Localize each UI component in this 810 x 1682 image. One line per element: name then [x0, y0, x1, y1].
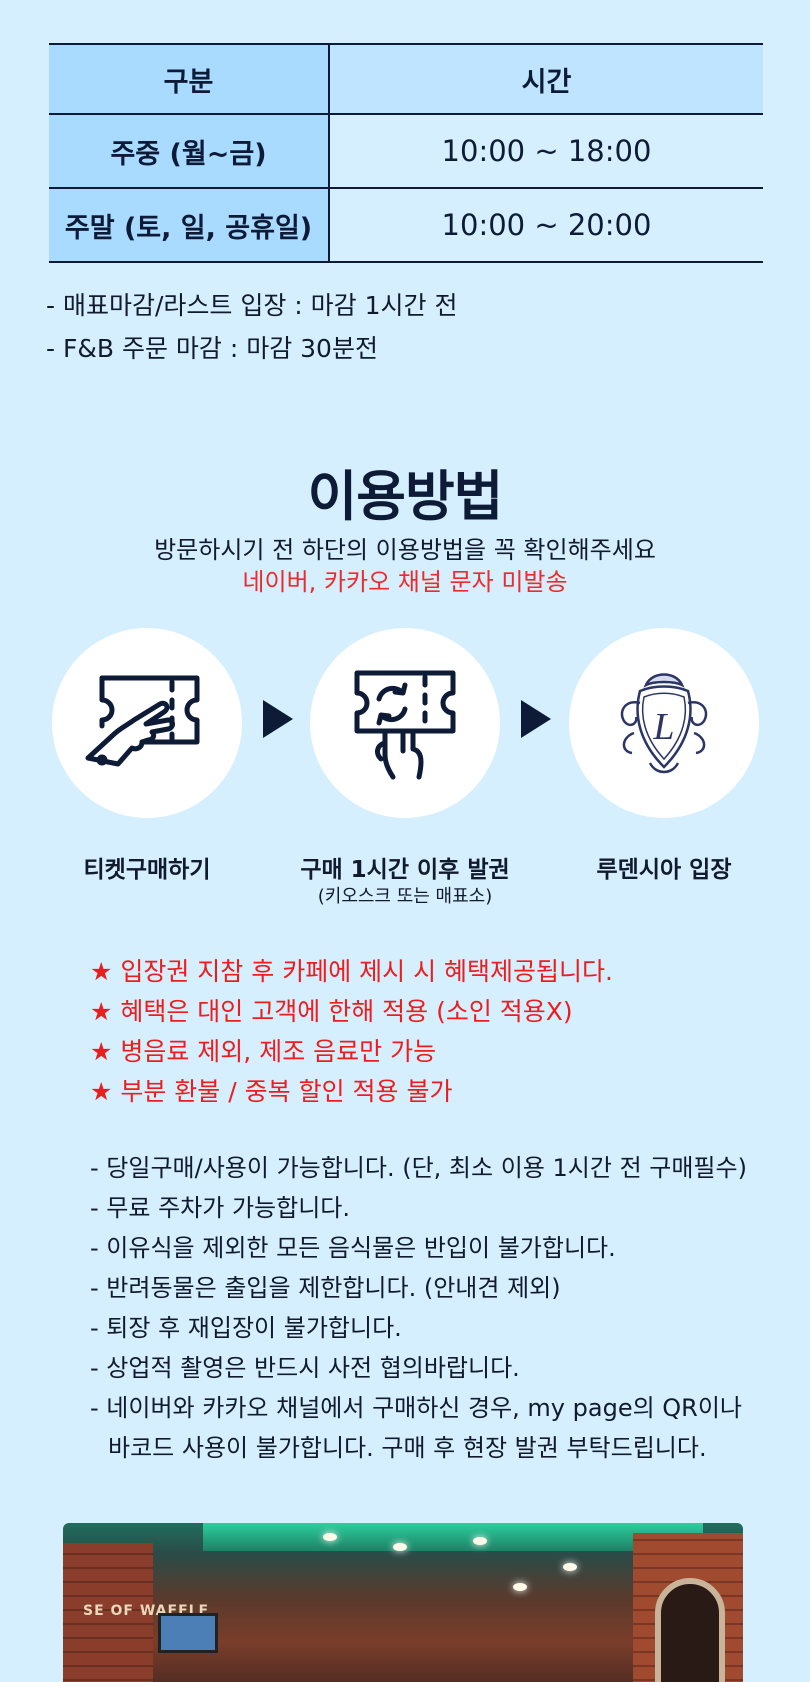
ceiling-light-icon: [563, 1563, 577, 1571]
step-label-purchase: 티켓구매하기: [83, 857, 211, 883]
ceiling-light-icon: [323, 1533, 337, 1541]
svg-text:L: L: [652, 706, 674, 748]
usage-title: 이용방법: [307, 465, 504, 528]
header-category: 구분: [49, 44, 330, 115]
benefit-item: 혜택은 대인 고객에 한해 적용 (소인 적용X): [90, 992, 613, 1032]
usage-warning: 네이버, 카카오 채널 문자 미발송: [242, 568, 568, 596]
ticket-exchange-icon: [354, 670, 456, 780]
step-label-enter: 루덴시아 입장: [596, 857, 732, 883]
row-time: 10:00 ~ 20:00: [329, 188, 763, 262]
note-item: - F&B 주문 마감 : 마감 30분전: [46, 334, 378, 363]
table-header-row: 구분 시간: [49, 44, 763, 115]
step-sublabel-issue: (키오스크 또는 매표소): [317, 886, 493, 907]
row-label: 주말 (토, 일, 공휴일): [49, 188, 330, 262]
step-circle-enter: L: [569, 628, 759, 818]
rule-item: 당일구매/사용이 가능합니다. (단, 최소 이용 1시간 전 구매필수): [90, 1148, 747, 1188]
step-label-issue: 구매 1시간 이후 발권: [300, 857, 510, 883]
rule-item: 퇴장 후 재입장이 불가합니다.: [90, 1308, 747, 1348]
menu-monitor: [158, 1613, 218, 1653]
ceiling-light-icon: [473, 1537, 487, 1545]
rule-item: 네이버와 카카오 채널에서 구매하신 경우, my page의 QR이나: [90, 1388, 747, 1428]
next-arrow-icon: [263, 700, 293, 738]
note-item: - 매표마감/라스트 입장 : 마감 1시간 전: [46, 291, 458, 320]
row-label: 주중 (월~금): [49, 114, 330, 189]
hours-notes: - 매표마감/라스트 입장 : 마감 1시간 전 - F&B 주문 마감 : 마…: [46, 284, 457, 370]
usage-subtitle: 방문하시기 전 하단의 이용방법을 꼭 확인해주세요: [154, 536, 656, 564]
header-time: 시간: [329, 44, 763, 115]
brick-wall-left: [63, 1543, 153, 1682]
ceiling-light-icon: [513, 1583, 527, 1591]
benefit-item: 부분 환불 / 중복 할인 적용 불가: [90, 1072, 613, 1112]
table-row: 주말 (토, 일, 공휴일) 10:00 ~ 20:00: [49, 188, 763, 262]
next-arrow-icon: [521, 700, 551, 738]
ceiling-light-strip: [203, 1523, 703, 1551]
rules-list: 당일구매/사용이 가능합니다. (단, 최소 이용 1시간 전 구매필수) 무료…: [90, 1148, 747, 1468]
ceiling-light-icon: [393, 1543, 407, 1551]
hours-table: 구분 시간 주중 (월~금) 10:00 ~ 18:00 주말 (토, 일, 공…: [49, 43, 763, 263]
benefit-item: 병음료 제외, 제조 음료만 가능: [90, 1032, 613, 1072]
brick-arch: [655, 1578, 725, 1682]
step-circle-purchase: [52, 628, 242, 818]
rule-item: 반려동물은 출입을 제한합니다. (안내견 제외): [90, 1268, 747, 1308]
table-row: 주중 (월~금) 10:00 ~ 18:00: [49, 114, 763, 189]
rule-item: 상업적 촬영은 반드시 사전 협의바랍니다.: [90, 1348, 747, 1388]
cafe-interior-photo: SE OF WAFFLE: [63, 1523, 743, 1682]
step-circle-issue: [310, 628, 500, 818]
benefits-list: 입장권 지참 후 카페에 제시 시 혜택제공됩니다. 혜택은 대인 고객에 한해…: [90, 952, 613, 1112]
row-time: 10:00 ~ 18:00: [329, 114, 763, 189]
rule-item-continuation: 바코드 사용이 불가합니다. 구매 후 현장 발권 부탁드립니다.: [108, 1434, 707, 1462]
ludensia-crest-icon: L: [620, 673, 708, 774]
benefit-item: 입장권 지참 후 카페에 제시 시 혜택제공됩니다.: [90, 952, 613, 992]
rule-item: 무료 주차가 가능합니다.: [90, 1188, 747, 1228]
ticket-hand-icon: [85, 675, 200, 767]
rule-item: 이유식을 제외한 모든 음식물은 반입이 불가합니다.: [90, 1228, 747, 1268]
